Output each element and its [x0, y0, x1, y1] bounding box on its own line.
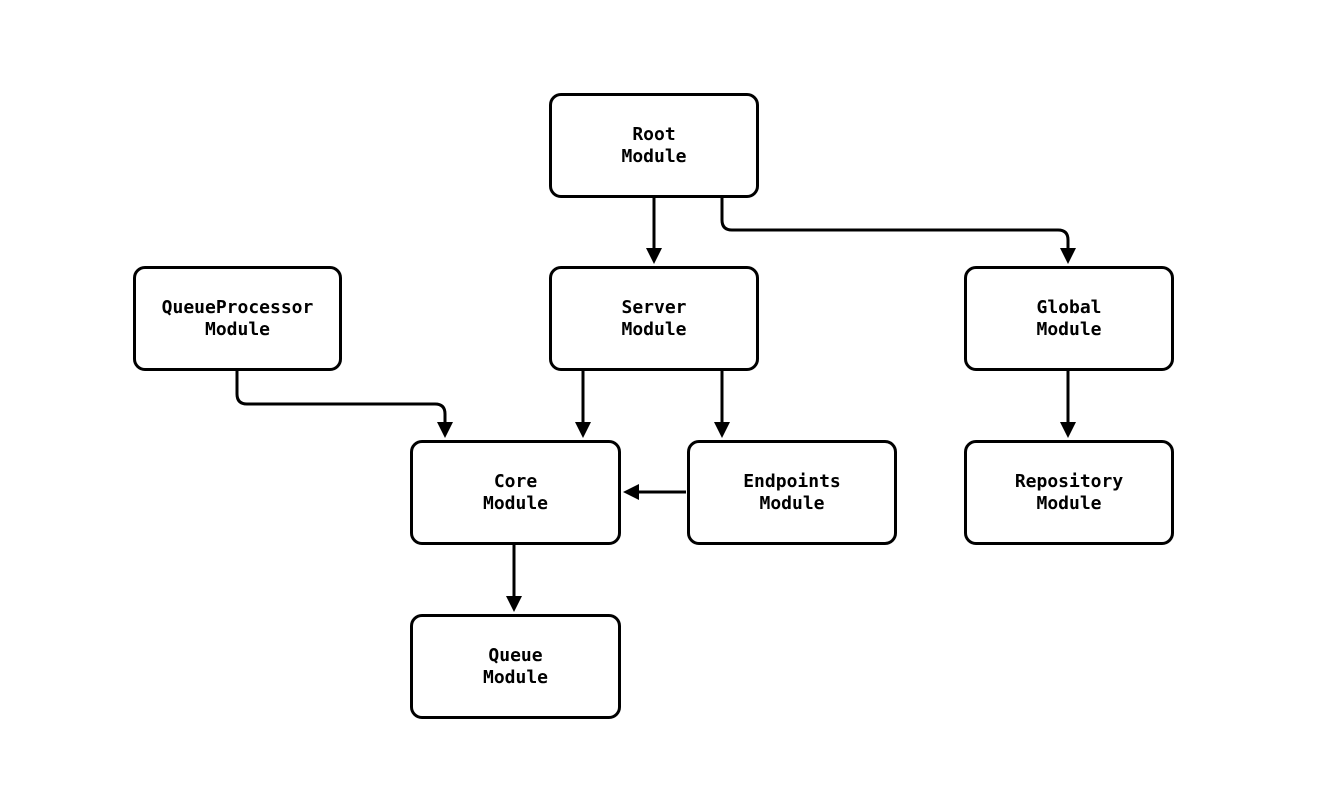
node-label-line1: Core	[493, 470, 538, 492]
arrowhead-left-icon	[623, 484, 639, 500]
arrowhead-down-icon	[714, 422, 730, 438]
edge-core-to-queue	[506, 545, 522, 612]
node-root-module[interactable]: Root Module	[549, 93, 759, 198]
arrowhead-down-icon	[437, 422, 453, 438]
arrowhead-down-icon	[1060, 422, 1076, 438]
node-endpoints-module[interactable]: Endpoints Module	[687, 440, 897, 545]
node-label-line1: Endpoints	[743, 470, 841, 492]
edge-root-to-global	[720, 198, 1076, 264]
node-label-line2: Module	[759, 492, 825, 514]
edge-line	[235, 371, 447, 422]
node-label-line1: Repository	[1014, 470, 1124, 492]
node-label-line1: Global	[1036, 296, 1102, 318]
node-label-line1: QueueProcessor	[161, 296, 314, 318]
node-label-line2: Module	[482, 492, 549, 514]
node-label-line1: Server	[621, 296, 687, 318]
node-label-line2: Module	[621, 318, 687, 340]
node-label-line2: Module	[621, 145, 687, 167]
arrowhead-down-icon	[575, 422, 591, 438]
edge-global-to-repository	[1060, 371, 1076, 438]
node-label-line1: Queue	[488, 644, 543, 666]
node-label-line2: Module	[1036, 318, 1102, 340]
node-global-module[interactable]: Global Module	[964, 266, 1174, 371]
node-core-module[interactable]: Core Module	[410, 440, 621, 545]
node-label-line2: Module	[1036, 492, 1102, 514]
arrowhead-down-icon	[1060, 248, 1076, 264]
edge-server-to-core	[575, 371, 591, 438]
node-queue-module[interactable]: Queue Module	[410, 614, 621, 719]
node-queueprocessor-module[interactable]: QueueProcessor Module	[133, 266, 342, 371]
arrowhead-down-icon	[646, 248, 662, 264]
edge-queueprocessor-to-core	[235, 371, 453, 438]
node-label-line2: Module	[482, 666, 549, 688]
edge-server-to-endpoints	[714, 371, 730, 438]
arrowhead-down-icon	[506, 596, 522, 612]
node-label-line2: Module	[204, 318, 271, 340]
node-server-module[interactable]: Server Module	[549, 266, 759, 371]
edge-root-to-server	[646, 198, 662, 264]
node-repository-module[interactable]: Repository Module	[964, 440, 1174, 545]
edge-line	[720, 198, 1070, 248]
edge-endpoints-to-core	[623, 484, 686, 500]
node-label-line1: Root	[632, 123, 676, 145]
